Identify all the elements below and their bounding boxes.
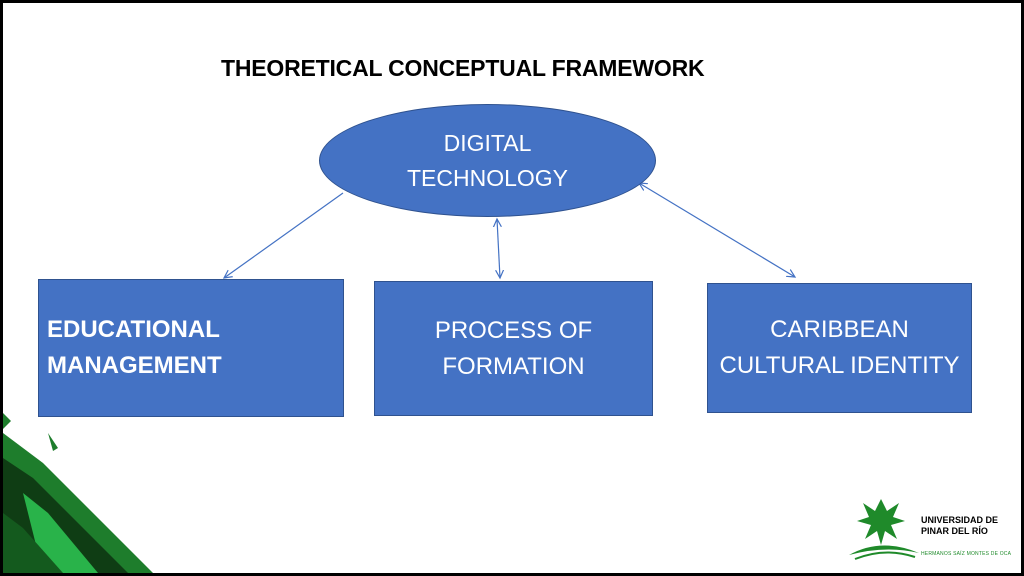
connector-to-process-of-formation — [497, 219, 500, 278]
node-label-line2: MANAGEMENT — [47, 352, 222, 379]
page-title: THEORETICAL CONCEPTUAL FRAMEWORK — [221, 55, 705, 81]
connector-to-caribbean-cultural-identity — [639, 183, 795, 277]
logo-motto: HERMANOS SAÍZ MONTES DE OCA — [921, 551, 1012, 557]
node-label-line1: CARIBBEAN — [770, 316, 909, 343]
node-label-line1: EDUCATIONAL — [47, 316, 220, 343]
node-label-line2: TECHNOLOGY — [406, 164, 569, 191]
logo-name: UNIVERSIDAD DE PINAR DEL RÍO — [921, 515, 999, 536]
node-label-line1: DIGITAL — [443, 129, 532, 156]
node-process-of-formation: PROCESS OF FORMATION — [374, 281, 653, 416]
node-label-line1: PROCESS OF — [434, 316, 593, 344]
node-label-line2: FORMATION — [442, 352, 585, 380]
connector-to-educational-management — [224, 192, 344, 278]
node-educational-management: EDUCATIONAL MANAGEMENT — [38, 279, 344, 417]
slide: THEORETICAL CONCEPTUAL FRAMEWORK DIGITAL… — [3, 3, 1021, 573]
node-caribbean-cultural-identity: CARIBBEAN CULTURAL IDENTITY — [707, 283, 972, 413]
node-digital-technology: DIGITAL TECHNOLOGY — [319, 104, 656, 217]
connectors — [3, 3, 1021, 573]
university-logo-icon — [849, 499, 919, 560]
node-label-line2: CULTURAL IDENTITY — [719, 352, 960, 379]
green-corner-decoration — [3, 413, 153, 573]
